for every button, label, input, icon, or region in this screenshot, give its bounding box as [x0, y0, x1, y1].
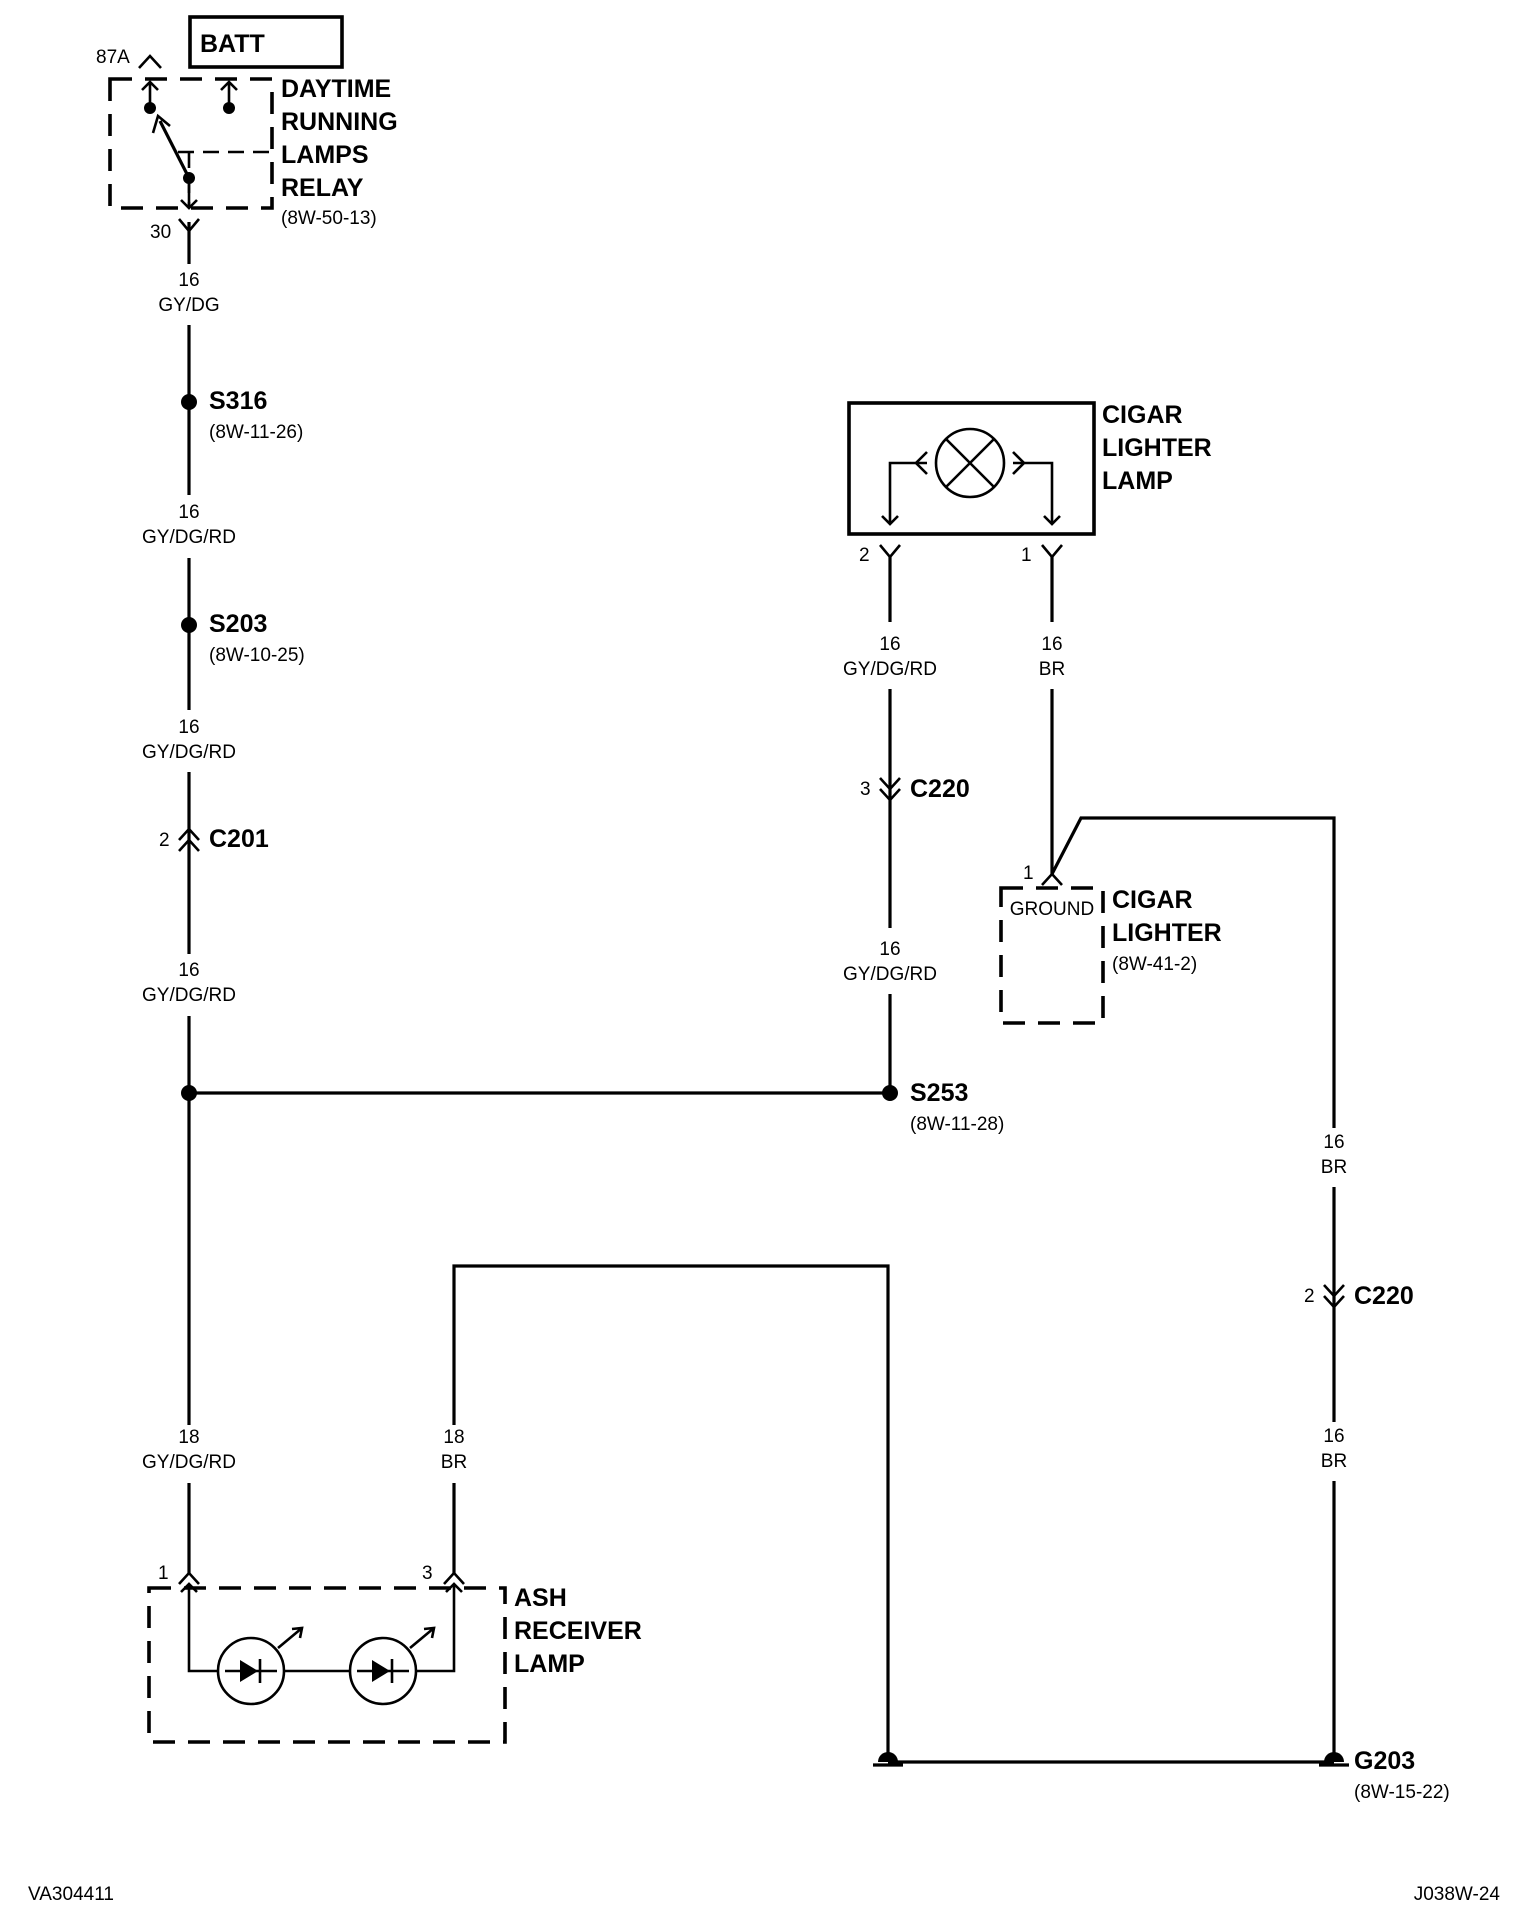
- relay-contact-dot-right: [223, 102, 235, 114]
- wire-cigar-lighter-ground: [1050, 816, 1336, 1128]
- wire-w6-gauge: 18: [443, 1427, 464, 1448]
- cigar-lamp-inner-left: [881, 461, 927, 526]
- connector-c201-symbol: [178, 827, 200, 852]
- cigar-lamp-name-1: CIGAR: [1102, 401, 1183, 429]
- relay-name-2: RUNNING: [281, 108, 398, 136]
- ash-lamp-box: [147, 1586, 507, 1744]
- footer-right-code: J038W-24: [1414, 1884, 1501, 1905]
- connector-c220-upper-id: C220: [910, 775, 970, 803]
- cigar-lighter-box: [999, 886, 1105, 1025]
- wire-w8-color: BR: [1039, 659, 1065, 680]
- wire-w3-gauge: 16: [178, 717, 199, 738]
- led-1-emission-arrow: [277, 1626, 304, 1649]
- wire-w9-color: GY/DG/RD: [843, 964, 937, 985]
- cigar-lamp-pin-2-chevron: [879, 544, 901, 560]
- splice-s253-id: S253: [910, 1079, 968, 1107]
- cigar-lamp-name-2: LIGHTER: [1102, 434, 1212, 462]
- ash-lamp-inner-wire-left: [187, 1584, 217, 1673]
- splice-s316-dot: [181, 394, 197, 410]
- led-1-circle: [216, 1636, 286, 1706]
- footer-left-code: VA304411: [28, 1884, 114, 1905]
- splice-s203-id: S203: [209, 610, 267, 638]
- wire-w7-color: GY/DG/RD: [843, 659, 937, 680]
- cigar-lamp-pin-2: 2: [859, 545, 870, 566]
- cigar-lamp-pin-1-chevron: [1041, 544, 1063, 560]
- batt-label: BATT: [200, 30, 265, 58]
- splice-s203-ref: (8W-10-25): [209, 645, 305, 666]
- cigar-lighter-ground-label: GROUND: [1010, 899, 1094, 920]
- cigar-lighter-pin-1: 1: [1023, 863, 1034, 884]
- wire-w1-color: GY/DG: [158, 295, 219, 316]
- relay-pin-30: 30: [150, 222, 171, 243]
- ash-lamp-name-3: LAMP: [514, 1650, 585, 1678]
- wire-w5-color: GY/DG/RD: [142, 1452, 236, 1473]
- cigar-lamp-bulb-chevrons: [914, 451, 1026, 475]
- ground-g203-ref: (8W-15-22): [1354, 1782, 1450, 1803]
- connector-c220-upper-pin: 3: [860, 779, 871, 800]
- wire-w9-gauge: 16: [879, 939, 900, 960]
- relay-name-4: RELAY: [281, 174, 364, 202]
- ash-lamp-name-1: ASH: [514, 1584, 567, 1612]
- cigar-lamp-pin-1: 1: [1021, 545, 1032, 566]
- relay-name-3: LAMPS: [281, 141, 369, 169]
- relay-pin-87a: 87A: [96, 47, 130, 68]
- wire-w10-color: BR: [1321, 1157, 1347, 1178]
- cigar-lamp-box: [847, 401, 1096, 536]
- relay-name-1: DAYTIME: [281, 75, 391, 103]
- wire-w8-gauge: 16: [1041, 634, 1062, 655]
- wire-w11-color: BR: [1321, 1451, 1347, 1472]
- wire-w2-color: GY/DG/RD: [142, 527, 236, 548]
- wire-w4-gauge: 16: [178, 960, 199, 981]
- connector-c220-upper-symbol: [879, 777, 901, 802]
- relay-box: [108, 77, 274, 210]
- splice-s253-dot: [882, 1085, 898, 1101]
- relay-common-arrow: [180, 178, 198, 210]
- splice-s316-ref: (8W-11-26): [209, 422, 303, 443]
- cigar-lighter-ref: (8W-41-2): [1112, 954, 1197, 975]
- ash-lamp-pin-1: 1: [158, 1563, 169, 1584]
- ground-symbol-left: [878, 1752, 898, 1762]
- batt-box: [188, 15, 344, 69]
- connector-c220-lower-symbol: [1323, 1284, 1345, 1309]
- wire-w11-gauge: 16: [1323, 1426, 1344, 1447]
- cigar-lamp-inner-right: [1013, 461, 1061, 526]
- connector-c220-lower-pin: 2: [1304, 1286, 1315, 1307]
- relay-switch-arrow: [151, 113, 171, 134]
- ash-lamp-inner-wire-right: [417, 1584, 456, 1673]
- wire-w5-gauge: 18: [178, 1427, 199, 1448]
- splice-s253-ref: (8W-11-28): [910, 1114, 1004, 1135]
- connector-c220-lower-id: C220: [1354, 1282, 1414, 1310]
- connector-c201-pin: 2: [159, 830, 170, 851]
- led-2-emission-arrow: [409, 1626, 436, 1649]
- relay-switch-arm: [158, 120, 191, 179]
- wire-w4-color: GY/DG/RD: [142, 985, 236, 1006]
- wire-w1-gauge: 16: [178, 270, 199, 291]
- wire-w2-gauge: 16: [178, 502, 199, 523]
- wire-w3-color: GY/DG/RD: [142, 742, 236, 763]
- splice-s203-dot: [181, 617, 197, 633]
- relay-ref: (8W-50-13): [281, 208, 377, 229]
- ash-lamp-name-2: RECEIVER: [514, 1617, 642, 1645]
- relay-pin-87a-chevron: [138, 54, 162, 69]
- wire-w7-gauge: 16: [879, 634, 900, 655]
- ash-lamp-pin-1-chevron: [178, 1571, 200, 1585]
- cigar-lighter-name-2: LIGHTER: [1112, 919, 1222, 947]
- wire-w10-gauge: 16: [1323, 1132, 1344, 1153]
- led-2-circle: [348, 1636, 418, 1706]
- cigar-lamp-bulb-x: [945, 438, 995, 488]
- ground-g203-id: G203: [1354, 1747, 1415, 1775]
- cigar-lighter-name-1: CIGAR: [1112, 886, 1193, 914]
- ash-lamp-pin-3: 3: [422, 1563, 433, 1584]
- wire-w6-color: BR: [441, 1452, 467, 1473]
- connector-c201-id: C201: [209, 825, 269, 853]
- cigar-lamp-name-3: LAMP: [1102, 467, 1173, 495]
- relay-contact-dot-left: [144, 102, 156, 114]
- ash-lamp-inner-arrow-stubs: [180, 1582, 463, 1593]
- cigar-lighter-pin-chevron: [1041, 872, 1063, 886]
- ground-symbol-right: [1324, 1752, 1344, 1762]
- cigar-lamp-bulb: [934, 427, 1006, 499]
- wire-ash-pin3-to-ground: [452, 1264, 890, 1757]
- splice-s316-id: S316: [209, 387, 267, 415]
